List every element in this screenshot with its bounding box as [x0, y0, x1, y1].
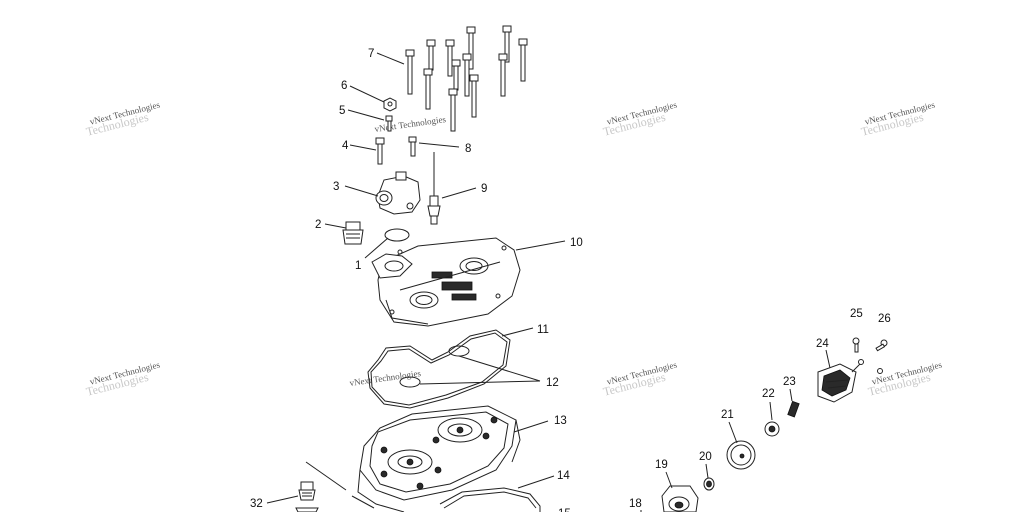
- part-19-pump-housing: [661, 485, 699, 512]
- part-12-o-rings: [399, 345, 470, 388]
- callout-13: 13: [554, 415, 567, 427]
- part-9-temperature-sensor: [427, 152, 441, 225]
- callout-labels: 7 6 5 4 8 3 9 2 10 1 11 12 13 14 15 32 1…: [250, 48, 891, 512]
- bolt: [451, 59, 461, 91]
- part-3-thermostat-housing: [375, 171, 421, 215]
- part-11-gasket: [367, 329, 511, 409]
- callout-4: 4: [342, 140, 349, 152]
- bolt: [426, 39, 436, 71]
- watermark-top-left: Technologies vNext Technologies: [85, 99, 162, 138]
- callout-26: 26: [878, 313, 891, 325]
- watermark-bottom-center: Technologies vNext Technologies: [602, 359, 679, 398]
- part-5-bolt: [385, 115, 393, 132]
- callout-14: 14: [557, 470, 570, 482]
- bolt: [423, 68, 433, 110]
- part-13-cylinder-head: [357, 405, 521, 512]
- callout-10: 10: [570, 237, 583, 249]
- callout-19: 19: [655, 459, 668, 471]
- callout-20: 20: [699, 451, 712, 463]
- watermark-text: vNext Technologies: [349, 368, 422, 388]
- callout-23: 23: [783, 376, 796, 388]
- bolt: [448, 88, 458, 132]
- part-14-gasket: [439, 487, 541, 512]
- part-21-impeller: [726, 440, 756, 470]
- bolt: [405, 49, 415, 95]
- callout-7: 7: [368, 48, 374, 60]
- callout-22: 22: [762, 388, 775, 400]
- part-26-screw: [875, 339, 888, 374]
- callout-15: 15: [558, 508, 571, 512]
- bolt: [502, 25, 512, 63]
- callout-6: 6: [341, 80, 347, 92]
- callout-25: 25: [850, 308, 863, 320]
- watermark-bottom-right: Technologies vNext Technologies: [867, 359, 944, 398]
- callout-2: 2: [315, 219, 321, 231]
- watermark-top-mid: vNext Technologies: [374, 114, 447, 134]
- callout-9: 9: [481, 183, 487, 195]
- part-4-bolt: [375, 137, 385, 165]
- watermark-text: vNext Technologies: [374, 114, 447, 134]
- part-24-pump-cover: [817, 363, 857, 403]
- part-6-nut: [383, 97, 397, 112]
- leader-lines: [266, 52, 831, 512]
- part-23-screw: [787, 400, 800, 418]
- part-2-thermostat: [342, 221, 364, 245]
- callout-8: 8: [465, 143, 471, 155]
- callout-1: 1: [355, 260, 361, 272]
- part-32-bracket-line: [305, 461, 375, 509]
- bolt: [466, 26, 476, 70]
- callout-12: 12: [546, 377, 559, 389]
- part-10-head-cover: [371, 237, 521, 327]
- callout-32: 32: [250, 498, 263, 510]
- part-8-bolt: [408, 136, 417, 157]
- part-1-o-ring: [384, 228, 410, 242]
- part-22-bearing: [764, 421, 780, 437]
- part-7-bolts: [405, 25, 528, 132]
- bolt: [469, 74, 479, 118]
- bolt: [445, 39, 455, 77]
- bolt: [462, 53, 472, 97]
- bolt: [518, 38, 528, 82]
- callout-21: 21: [721, 409, 734, 421]
- bolt: [498, 53, 508, 97]
- watermark-top-right: Technologies vNext Technologies: [860, 99, 937, 138]
- callout-5: 5: [339, 105, 345, 117]
- callout-24: 24: [816, 338, 829, 350]
- watermark-top-center: Technologies vNext Technologies: [602, 99, 679, 138]
- callout-11: 11: [537, 324, 549, 336]
- part-32-fitting: [295, 481, 319, 512]
- part-20-seal: [703, 477, 715, 491]
- callout-3: 3: [333, 181, 339, 193]
- watermark-bottom-mid: vNext Technologies: [349, 368, 422, 388]
- cover-ribs: [399, 261, 501, 301]
- part-25-screw: [851, 337, 864, 373]
- watermark-bottom-left: Technologies vNext Technologies: [85, 359, 162, 398]
- callout-18: 18: [629, 498, 642, 510]
